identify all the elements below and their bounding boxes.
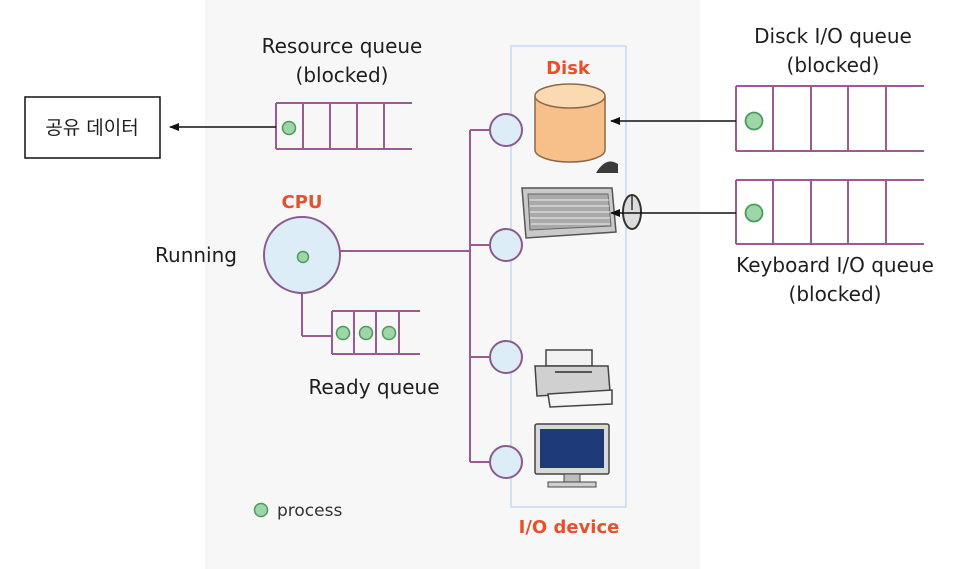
io-device-box — [510, 45, 627, 508]
printer-icon — [534, 349, 613, 408]
ready-queue — [331, 310, 420, 355]
mouse-icon — [622, 194, 642, 230]
resource-queue — [275, 102, 412, 150]
keyboard-node — [489, 228, 523, 262]
process-dot-icon — [335, 325, 351, 341]
process-dot-icon — [358, 325, 374, 341]
shared-data-label: 공유 데이터 — [45, 117, 138, 139]
disk-io-queue — [735, 85, 924, 152]
monitor-icon — [534, 423, 610, 488]
process-dot-icon — [381, 325, 397, 341]
disk-accessory-icon — [596, 161, 618, 173]
keyboard-queue-label-line2: (blocked) — [789, 282, 882, 306]
keyboard-io-queue — [735, 179, 924, 245]
process-dot-icon — [744, 203, 764, 223]
printer-node — [489, 340, 523, 374]
ready-queue-label: Ready queue — [308, 375, 439, 399]
process-dot-icon — [296, 250, 310, 264]
legend-process-label: process — [277, 501, 342, 521]
shared-data-box: 공유 데이터 — [24, 96, 161, 159]
disk-node — [489, 113, 523, 147]
disk-queue-label-line2: (blocked) — [787, 53, 880, 77]
monitor-node — [489, 445, 523, 479]
process-dot-icon — [253, 502, 269, 518]
process-dot-icon — [281, 120, 297, 136]
process-dot-icon — [744, 111, 764, 131]
disk-queue-label-line1: Disck I/O queue — [754, 24, 912, 48]
cpu-label: CPU — [281, 192, 322, 213]
resource-queue-label-line1: Resource queue — [262, 34, 423, 58]
resource-queue-label-line2: (blocked) — [296, 63, 389, 87]
running-label: Running — [155, 243, 237, 267]
disk-label: Disk — [546, 58, 591, 79]
keyboard-queue-label-line1: Keyboard I/O queue — [736, 253, 934, 277]
disk-cylinder-icon — [534, 83, 606, 163]
keyboard-icon — [521, 187, 617, 239]
legend: process — [253, 501, 342, 521]
io-device-label: I/O device — [519, 517, 620, 538]
